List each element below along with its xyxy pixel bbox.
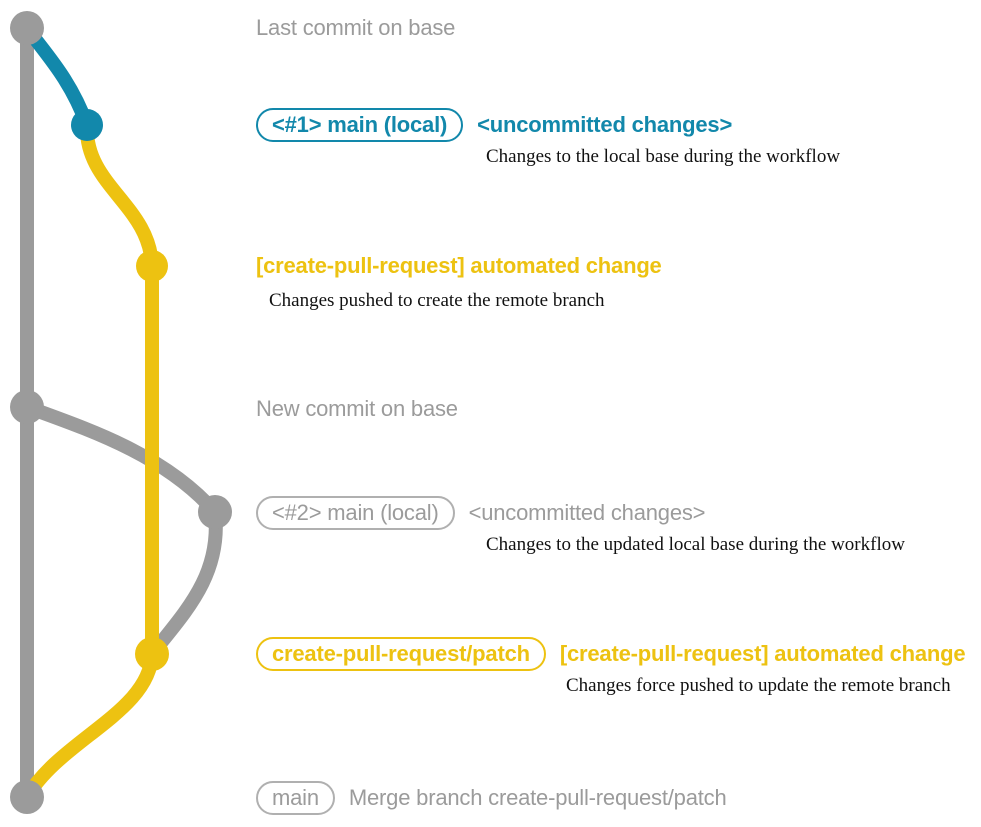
note-local-commit-2: Changes to the updated local base during… xyxy=(486,534,905,555)
subject-uncommitted-changes-2: <uncommitted changes> xyxy=(468,500,706,525)
pill-main[interactable]: main xyxy=(256,781,335,815)
edge-remote-2-to-merge xyxy=(20,647,159,804)
node-base-top xyxy=(10,11,44,45)
note-automated-change-2: Changes force pushed to update the remot… xyxy=(566,675,951,696)
node-local-1 xyxy=(71,109,103,141)
edge-base-to-local-1 xyxy=(20,21,94,132)
pill-create-pull-request-patch[interactable]: create-pull-request/patch xyxy=(256,637,546,671)
row-automated-change-2: create-pull-request/patch [create-pull-r… xyxy=(256,637,966,671)
row-merge-commit: main Merge branch create-pull-request/pa… xyxy=(256,781,727,815)
subject-automated-change-2: [create-pull-request] automated change xyxy=(559,641,966,666)
node-remote-1 xyxy=(136,250,168,282)
node-local-2 xyxy=(198,495,232,529)
row-local-commit-2: <#2> main (local) <uncommitted changes> xyxy=(256,496,706,530)
node-base-mid xyxy=(10,390,44,424)
pill-main-local-2[interactable]: <#2> main (local) xyxy=(256,496,455,530)
note-automated-change-1: Changes pushed to create the remote bran… xyxy=(269,290,605,311)
headline-new-commit-on-base: New commit on base xyxy=(256,396,458,421)
edge-local-1-to-remote-1 xyxy=(79,118,159,273)
note-local-commit-1: Changes to the local base during the wor… xyxy=(486,146,841,167)
headline-automated-change-1: [create-pull-request] automated change xyxy=(256,253,662,278)
pill-main-local-1[interactable]: <#1> main (local) xyxy=(256,108,464,142)
edge-local-2-to-remote-2 xyxy=(145,505,223,661)
subject-uncommitted-changes-1: <uncommitted changes> xyxy=(477,112,733,137)
node-remote-2 xyxy=(135,637,169,671)
headline-last-commit-on-base: Last commit on base xyxy=(256,15,456,40)
subject-merge-branch: Merge branch create-pull-request/patch xyxy=(348,785,727,810)
node-base-merge xyxy=(10,780,44,814)
row-local-commit-1: <#1> main (local) <uncommitted changes> xyxy=(256,108,732,142)
edge-base-to-local-2 xyxy=(20,400,222,519)
